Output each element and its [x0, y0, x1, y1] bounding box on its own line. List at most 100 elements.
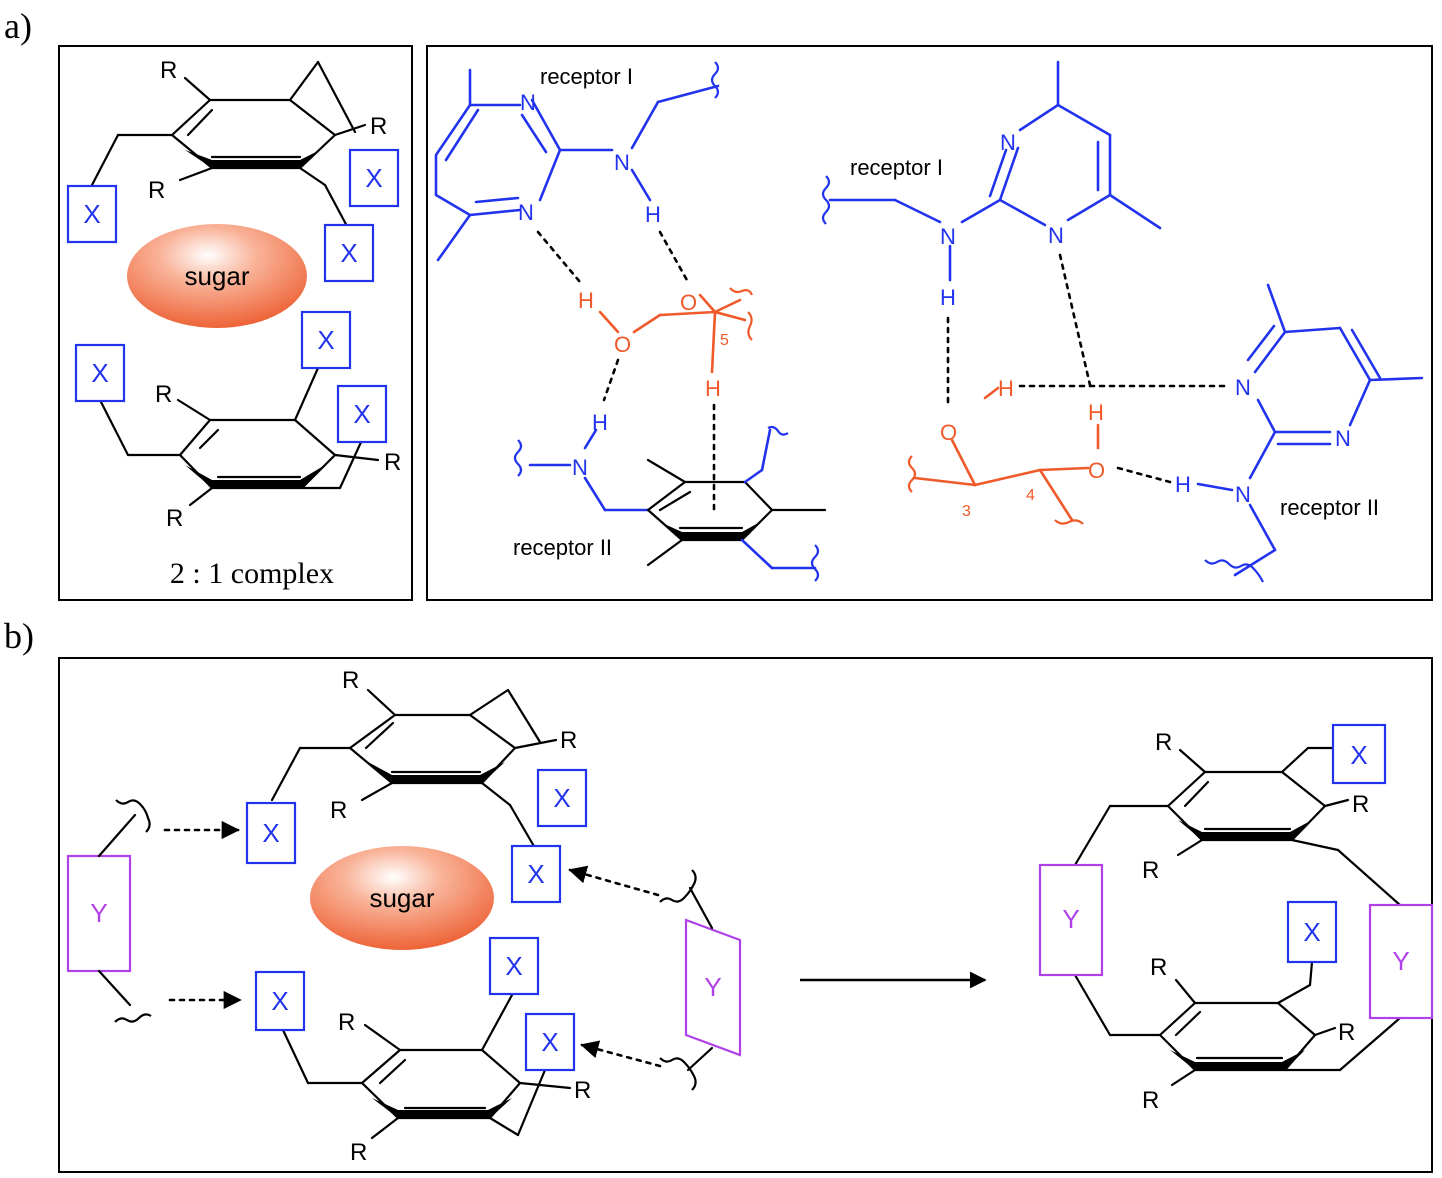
- atom-o: O: [680, 290, 697, 315]
- sugar-label: sugar: [184, 261, 249, 291]
- sugar-ellipse: [127, 224, 307, 328]
- linker-y: [1368, 903, 1434, 1020]
- top-benzene-ring: [270, 688, 558, 850]
- sugar-ellipse: [310, 846, 494, 950]
- atom-n: N: [520, 90, 536, 115]
- complex-caption: 2 : 1 complex: [170, 557, 334, 590]
- panel-label-b: b): [4, 616, 34, 656]
- atom-n: N: [518, 200, 534, 225]
- atom-h: H: [645, 202, 661, 227]
- panel-a-left-frame: [58, 45, 413, 601]
- binding-group-x: [488, 936, 540, 996]
- binding-group-x: [245, 801, 297, 865]
- binding-group-x-label: X: [317, 325, 334, 355]
- macrocycle-formation-scheme: Y R R R X X X: [66, 667, 1434, 1166]
- binding-group-x: [300, 310, 352, 370]
- hydrogen-bond: [536, 230, 582, 284]
- binding-group-x-label: X: [365, 163, 382, 193]
- substituent-r: R: [160, 57, 177, 84]
- atom-n: N: [940, 224, 956, 249]
- binding-group-x-label: X: [83, 199, 100, 229]
- linker-y: [684, 918, 742, 1057]
- receptor-ii-left-benzene: [513, 425, 827, 582]
- binding-group-x-label: X: [353, 399, 370, 429]
- binding-group-x-label: X: [1350, 740, 1367, 770]
- substituent-r: R: [330, 797, 347, 824]
- receptor-i-left-pyrimidine: [434, 61, 720, 262]
- panel-b-frame: [58, 657, 1433, 1173]
- panel-label-a: a): [4, 6, 32, 46]
- hydrogen-bonding-detail: N N N H receptor I H O O 5 H: [434, 60, 1424, 583]
- sugar-fragment-right: [907, 386, 1100, 525]
- carbon-position-3: 3: [962, 503, 971, 520]
- binding-group-x-label: X: [262, 818, 279, 848]
- binding-group-x-label: X: [553, 783, 570, 813]
- binding-group-x: [536, 768, 588, 828]
- linker-y-label: Y: [704, 972, 721, 1002]
- binding-group-x-label: X: [91, 358, 108, 388]
- atom-o: O: [614, 332, 631, 357]
- sugar-fragment-left: [598, 287, 754, 374]
- hydrogen-bond: [658, 230, 690, 284]
- substituent-r: R: [1338, 1019, 1355, 1046]
- receptor-ii-label: receptor II: [1280, 495, 1379, 520]
- atom-n: N: [572, 455, 588, 480]
- binding-group-x-label: X: [505, 951, 522, 981]
- product-macrocycle: [1073, 746, 1402, 1087]
- atom-n: N: [1048, 223, 1064, 248]
- hydrogen-bond: [602, 358, 620, 402]
- substituent-r: R: [370, 113, 387, 140]
- atom-n: N: [1235, 375, 1251, 400]
- atom-n: N: [1000, 130, 1016, 155]
- receptor-i-label: receptor I: [540, 64, 633, 89]
- bottom-benzene-ring: [281, 993, 572, 1140]
- hydrogen-bond: [1058, 253, 1092, 387]
- substituent-r: R: [1142, 1087, 1159, 1114]
- binding-group-x-label: X: [527, 859, 544, 889]
- receptor-ii-label: receptor II: [513, 535, 612, 560]
- atom-h: H: [1088, 400, 1104, 425]
- sugar-label: sugar: [369, 883, 434, 913]
- receptor-ii-right-pyrimidine: [1196, 283, 1424, 583]
- atom-o: O: [940, 420, 957, 445]
- linker-y-label: Y: [1392, 946, 1409, 976]
- top-benzene-ring: [90, 60, 367, 230]
- substituent-r: R: [342, 667, 359, 694]
- hydrogen-bond: [1116, 466, 1172, 484]
- atom-h: H: [998, 376, 1014, 401]
- atom-h: H: [1175, 472, 1191, 497]
- linker-y-label: Y: [1062, 904, 1079, 934]
- substituent-r: R: [148, 177, 165, 204]
- substituent-r: R: [155, 381, 172, 408]
- substituent-r: R: [350, 1139, 367, 1166]
- binding-group-x-label: X: [541, 1027, 558, 1057]
- atom-h: H: [578, 288, 594, 313]
- connection-arrow: [568, 865, 660, 897]
- atom-h: H: [592, 410, 608, 435]
- binding-group-x: [524, 1012, 576, 1072]
- binding-group-x-label: X: [271, 986, 288, 1016]
- substituent-r: R: [166, 505, 183, 532]
- substituent-r: R: [1352, 791, 1369, 818]
- atom-n: N: [614, 150, 630, 175]
- substituent-r: R: [1150, 954, 1167, 981]
- substituent-r: R: [1155, 729, 1172, 756]
- atom-h: H: [705, 376, 721, 401]
- atom-h: H: [940, 285, 956, 310]
- atom-o: O: [1088, 458, 1105, 483]
- complex-2-1-scheme: R R R X X X sugar R R R X: [66, 57, 401, 590]
- carbon-position-4: 4: [1026, 487, 1035, 504]
- substituent-r: R: [1142, 857, 1159, 884]
- substituent-r: R: [574, 1077, 591, 1104]
- substituent-r: R: [560, 727, 577, 754]
- receptor-i-right-pyrimidine: [821, 60, 1162, 282]
- linker-y-label: Y: [90, 898, 107, 928]
- binding-group-x: [336, 384, 388, 444]
- receptor-i-label: receptor I: [850, 155, 943, 180]
- substituent-r: R: [338, 1009, 355, 1036]
- panel-a-right-frame: [426, 45, 1433, 601]
- binding-group-x: [510, 844, 562, 904]
- binding-group-x: [1331, 723, 1387, 785]
- binding-group-x: [323, 223, 375, 283]
